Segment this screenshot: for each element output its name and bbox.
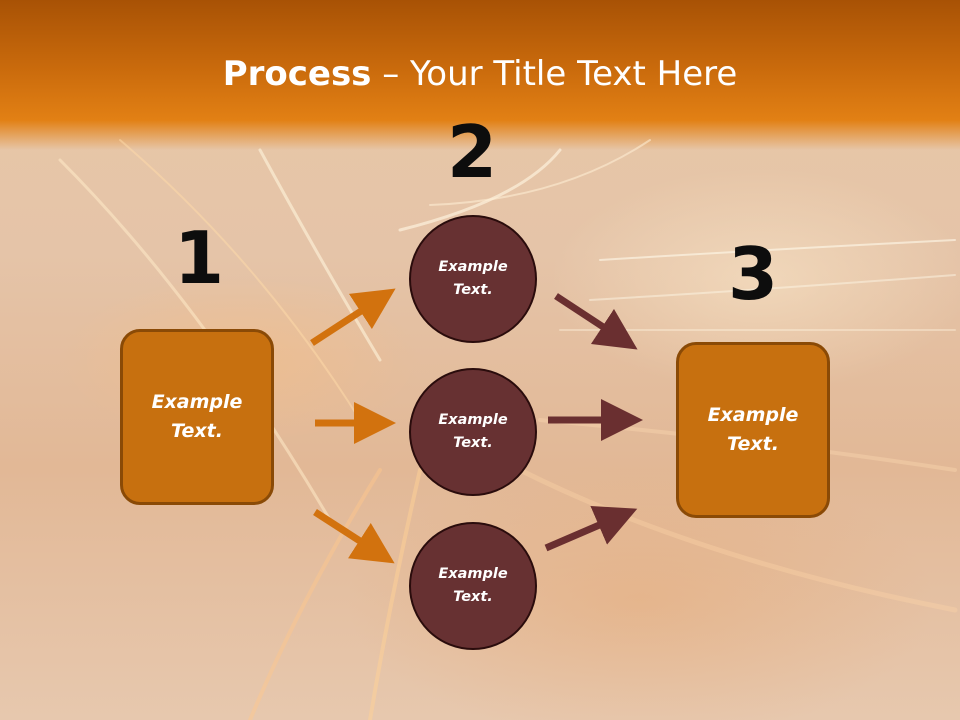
- arrow-left-to-top: [310, 288, 396, 346]
- right-box: Example Text.: [676, 342, 830, 518]
- slide-title: Process – Your Title Text Here: [0, 52, 960, 96]
- header-band: [0, 0, 960, 150]
- title-strong: Process: [222, 54, 372, 94]
- step-number-1: 1: [173, 216, 225, 300]
- arrow-top-to-right: [554, 293, 638, 350]
- step-number-2: 2: [446, 110, 498, 194]
- right-box-text: Example Text.: [707, 404, 799, 455]
- arrow-left-to-bottom: [313, 509, 395, 564]
- circle-bottom: Example Text.: [409, 522, 537, 650]
- arrow-bottom-to-right: [544, 506, 638, 552]
- circle-middle-text: Example Text.: [438, 412, 508, 451]
- circle-bottom-text: Example Text.: [438, 566, 508, 605]
- circle-top: Example Text.: [409, 215, 537, 343]
- circle-top-text: Example Text.: [438, 259, 508, 298]
- circle-middle: Example Text.: [409, 368, 537, 496]
- step-number-3: 3: [727, 232, 779, 316]
- title-rest: – Your Title Text Here: [371, 54, 738, 94]
- left-box-text: Example Text.: [151, 391, 243, 442]
- left-box: Example Text.: [120, 329, 274, 505]
